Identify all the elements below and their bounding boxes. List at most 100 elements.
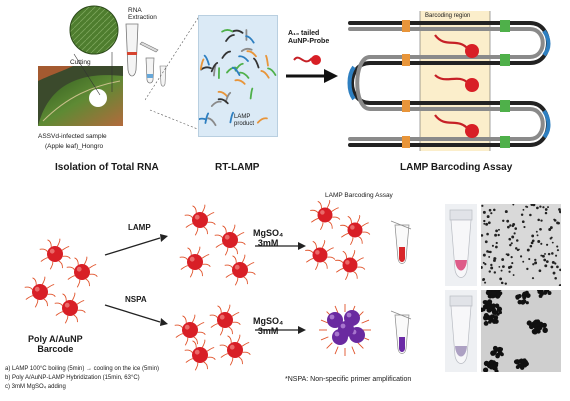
tem-particle (504, 282, 507, 285)
aunp-lamp-0 (184, 204, 216, 236)
aunp-start-3 (54, 292, 86, 324)
tem-particle (512, 274, 515, 276)
tem-particle (559, 268, 561, 272)
leaf-label: (Apple leaf)_Hongro (45, 143, 104, 150)
tem-aggregate (522, 363, 527, 368)
lamp-strand (253, 57, 260, 69)
zoom-guides (145, 15, 201, 131)
tem-aggregate (537, 290, 542, 294)
tem-particle (506, 219, 510, 223)
tem-particle (529, 213, 532, 217)
lamp-strand (221, 50, 232, 59)
tem-particle (553, 219, 557, 222)
tem-particle (482, 278, 485, 282)
tem-aggregate (542, 327, 548, 333)
tem-aggregate (522, 358, 527, 363)
tem-particle (513, 232, 516, 235)
tem-particle (549, 237, 552, 240)
tem-aggregate (490, 290, 497, 296)
tem-aggregate (494, 369, 499, 372)
lamp-strand (231, 66, 241, 76)
tem-particle (531, 239, 535, 243)
tem-aggregate (483, 360, 490, 367)
tem-aggregate (496, 306, 503, 312)
tem-particle (494, 233, 498, 237)
tem-particle (540, 254, 543, 257)
tem-aggregate (495, 353, 500, 359)
tem-particle (501, 265, 505, 269)
tem-particle (502, 219, 505, 223)
tem-particle (481, 204, 484, 207)
aunp-start-1 (66, 256, 98, 288)
tem-aggregate (496, 312, 500, 316)
tem-particle (544, 264, 548, 268)
tem-particle (532, 204, 536, 207)
section-title-rt-lamp: RT-LAMP (215, 162, 260, 173)
lamp-strand (229, 111, 235, 124)
tem-aggregate (545, 290, 550, 293)
probe-icon (293, 55, 321, 65)
tem-particle (539, 227, 542, 231)
tem-aggregate (500, 352, 504, 357)
tem-aggregate (525, 301, 529, 305)
tem-particle (484, 281, 487, 284)
cutting-label: Cutting (70, 59, 91, 66)
barcoding-region-label: Barcoding region (425, 13, 471, 19)
lamp-strand (210, 62, 219, 73)
tem-particle (556, 245, 559, 248)
tem-particle (515, 247, 518, 250)
tem-particle (493, 208, 496, 212)
tem-particle (544, 253, 546, 255)
tem-particle (542, 206, 545, 209)
tem-particle (490, 263, 493, 267)
extraction-tubes-illustration (125, 23, 167, 87)
tem-particle (516, 248, 520, 252)
tem-aggregate (498, 290, 502, 291)
tem-particle (545, 260, 549, 263)
aunp-nspa-2 (184, 339, 216, 371)
tem-particle (512, 204, 515, 206)
aunp-start-2 (24, 276, 56, 308)
tem-particle (526, 267, 529, 271)
aunp-aggregate (319, 304, 371, 356)
tem-particle (522, 208, 525, 211)
start-barcode-label: Poly A/AuNP Barcode (28, 334, 83, 354)
tem-particle (500, 269, 503, 272)
tem-particle (523, 225, 526, 229)
step-b: b) Poly A/AuNP-LAMP Hybridization (15min… (5, 375, 140, 381)
lamp-arrow-label: LAMP (128, 223, 151, 232)
tem-aggregate (517, 363, 522, 368)
tem-aggregate (492, 349, 497, 354)
tube-photo-red (445, 204, 477, 286)
reagent-label-top: MgSO₄ 3mM (253, 228, 284, 248)
tem-particle (511, 262, 514, 265)
tem-particle (493, 271, 497, 274)
tem-particle (510, 255, 513, 259)
lamp-product-panel (195, 15, 278, 137)
tem-particle (529, 244, 533, 248)
tem-particle (488, 255, 491, 258)
lamp-strand (256, 117, 268, 124)
tem-aggregate (488, 359, 494, 365)
tem-particle (558, 210, 561, 214)
tem-particle (558, 284, 561, 286)
tem-aggregate (490, 364, 496, 369)
tem-particle (534, 258, 537, 262)
tem-particle (543, 258, 547, 262)
tem-aggregate (526, 320, 532, 326)
tem-particle (530, 241, 534, 245)
lamp-strand (225, 34, 235, 42)
leaf-disc-zoom (68, 4, 120, 56)
tem-particle (546, 243, 549, 246)
section-title-barcoding: LAMP Barcoding Assay (400, 162, 513, 173)
tem-particle (526, 248, 530, 252)
tem-particle (498, 265, 501, 268)
tem-particle (556, 265, 559, 269)
aunp-lamp-2 (179, 246, 211, 278)
tem-particle (547, 206, 549, 209)
tem-aggregate (540, 290, 544, 293)
tem-aggregate (487, 319, 492, 324)
tem-particle (514, 227, 518, 230)
tem-aggregate (482, 367, 489, 372)
tem-particle (538, 269, 542, 273)
